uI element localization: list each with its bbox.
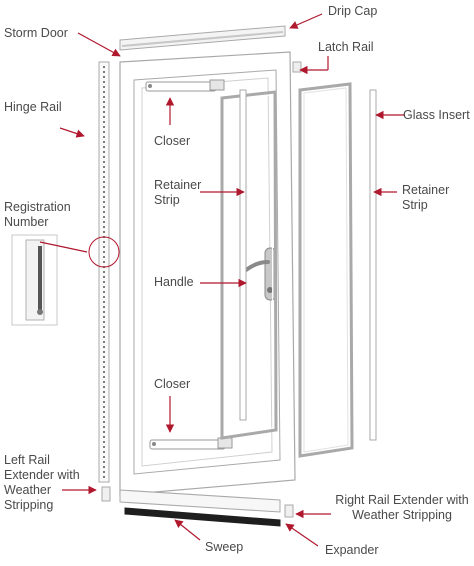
top-closer-label: Closer <box>154 134 191 148</box>
storm-door-arrow <box>77 32 121 57</box>
drip-cap-part <box>119 25 286 51</box>
drip-cap-arrow <box>289 13 323 29</box>
top-closer-part <box>145 79 225 92</box>
registration-number-inset <box>11 234 58 326</box>
glass-insert-label: Glass Insert <box>403 108 470 122</box>
registration-marker-circle <box>88 236 120 268</box>
hinge-rail-part <box>98 61 110 483</box>
hinge-rail-arrow <box>59 127 85 138</box>
latch-rail-part <box>292 61 302 73</box>
retainer-strip-part <box>239 89 247 421</box>
expander-part <box>119 489 281 513</box>
left-rail-extender-part <box>101 486 111 502</box>
right-retainer-strip-label: Retainer Strip <box>402 183 450 212</box>
right-retainer-strip-part <box>369 89 377 441</box>
drip-cap-label: Drip Cap <box>328 4 378 18</box>
registration-number-label: Registration Number <box>4 200 71 229</box>
bottom-closer-label: Closer <box>154 377 191 391</box>
handle-label: Handle <box>154 275 194 289</box>
inner-retainer-strip-frame <box>220 90 278 440</box>
expander-label: Expander <box>325 543 379 557</box>
latch-rail-label: Latch Rail <box>318 40 374 54</box>
hinge-rail-label: Hinge Rail <box>4 100 62 114</box>
left-retainer-strip-label: Retainer Strip <box>154 178 202 207</box>
bottom-closer-part <box>149 437 233 450</box>
right-rail-extender-label: Right Rail Extender with Weather Strippi… <box>335 493 469 522</box>
expander-arrow <box>285 523 319 547</box>
sweep-label: Sweep <box>205 540 244 554</box>
sweep-part <box>124 507 281 527</box>
glass-insert-part <box>298 82 354 458</box>
right-rail-extender-part <box>284 504 294 518</box>
sweep-arrow <box>174 519 201 541</box>
left-rail-extender-label: Left Rail Extender with Weather Strippin… <box>4 453 80 512</box>
registration-arrow <box>39 241 88 253</box>
storm-door-label: Storm Door <box>4 26 68 40</box>
callout-arrows <box>39 13 405 547</box>
